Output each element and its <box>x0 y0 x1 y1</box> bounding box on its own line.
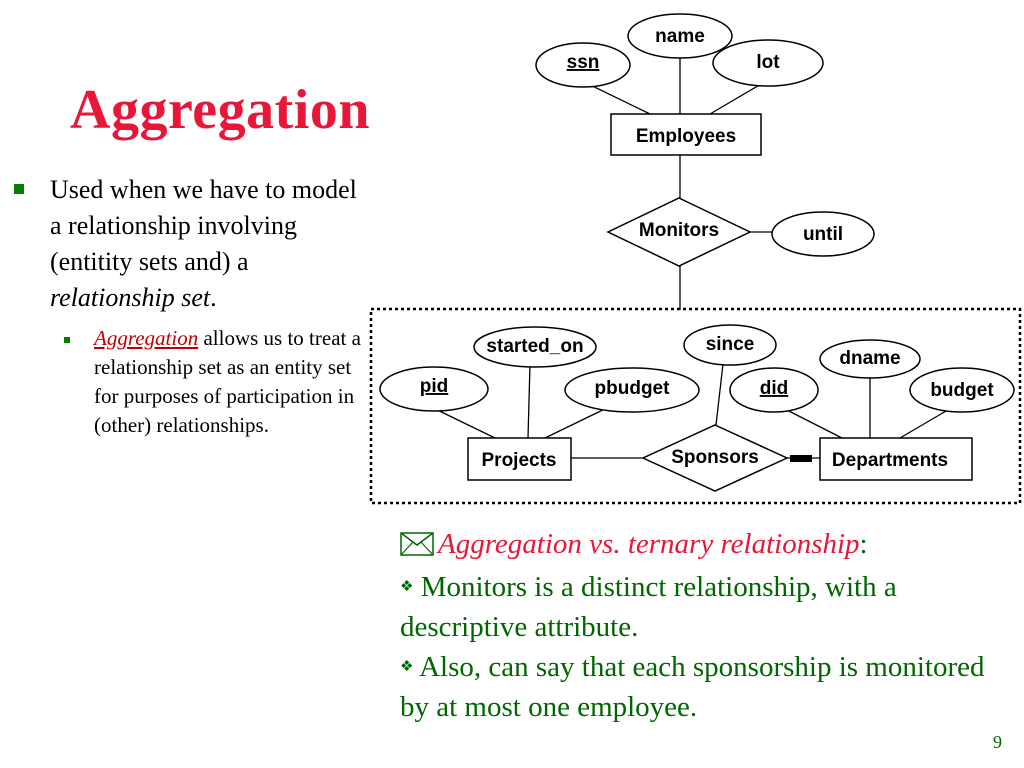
attr-started-on <box>473 326 597 368</box>
page-number: 9 <box>993 732 1002 752</box>
attr-name <box>627 13 733 59</box>
attr-started-on-label: started_on <box>486 336 583 357</box>
entity-projects-label: Projects <box>482 450 557 471</box>
notes-heading-row: Aggregation vs. ternary relationship: <box>400 524 1010 567</box>
attr-did <box>729 367 819 413</box>
attr-did-label: did <box>760 378 789 399</box>
relationship-sponsors <box>641 424 789 492</box>
square-bullet-icon <box>14 184 24 194</box>
bullet-sub: Aggregation allows us to treat a relatio… <box>14 324 366 440</box>
attr-budget-label: budget <box>930 380 994 401</box>
four-diamond-bullet-icon: ❖ <box>400 579 414 595</box>
attr-until-label: until <box>803 224 843 245</box>
attr-pbudget <box>564 367 700 413</box>
attr-pid-label: pid <box>420 376 449 397</box>
bullet-main: Used when we have to model a relationshi… <box>14 172 366 316</box>
notes-heading: Aggregation vs. ternary relationship <box>438 528 860 560</box>
notes-block: Aggregation vs. ternary relationship: ❖ … <box>400 524 1010 727</box>
notes-line-2: ❖ Also, can say that each sponsorship is… <box>400 647 1010 727</box>
attr-dname-label: dname <box>839 348 900 369</box>
key-constraint-bar <box>790 455 812 462</box>
entity-departments <box>819 437 973 481</box>
attr-since <box>683 324 777 366</box>
notes-line-2-text: Also, can say that each sponsorship is m… <box>400 651 985 723</box>
attr-lot-label: lot <box>756 52 780 73</box>
bullet-list: Used when we have to model a relationshi… <box>14 172 366 440</box>
notes-heading-suffix: : <box>859 528 868 560</box>
attr-since-label: since <box>706 334 755 355</box>
attr-pid <box>379 366 489 412</box>
attr-lot <box>712 39 824 87</box>
attr-ssn-label: ssn <box>567 52 600 73</box>
bullet-sub-text: allows us to treat a relationship set as… <box>94 326 361 437</box>
attr-ssn <box>535 42 631 88</box>
notes-line-1: ❖ Monitors is a distinct relationship, w… <box>400 567 1010 647</box>
entity-employees-label: Employees <box>636 126 736 147</box>
relationship-monitors-label: Monitors <box>639 220 719 241</box>
relationship-sponsors-label: Sponsors <box>671 447 759 468</box>
entity-projects <box>467 437 572 481</box>
attr-pbudget-label: pbudget <box>595 378 671 399</box>
four-diamond-bullet-icon: ❖ <box>400 659 414 675</box>
attr-dname <box>819 339 921 379</box>
entity-departments-label: Departments <box>832 450 948 471</box>
aggregation-term: Aggregation <box>94 326 199 350</box>
notes-line-1-text: Monitors is a distinct relationship, wit… <box>400 571 897 643</box>
attr-until <box>771 211 875 257</box>
bullet-main-emphasis: relationship set <box>50 283 211 312</box>
bullet-main-text: Used when we have to model a relationshi… <box>50 175 357 276</box>
bullet-main-end: . <box>210 283 217 312</box>
slide-title: Aggregation <box>70 79 370 141</box>
small-square-bullet-icon <box>64 337 70 343</box>
envelope-icon <box>400 527 434 567</box>
aggregation-box <box>369 307 1022 505</box>
attr-budget <box>909 367 1015 413</box>
entity-employees <box>610 113 762 156</box>
relationship-monitors <box>606 197 752 267</box>
attr-name-label: name <box>655 26 705 47</box>
